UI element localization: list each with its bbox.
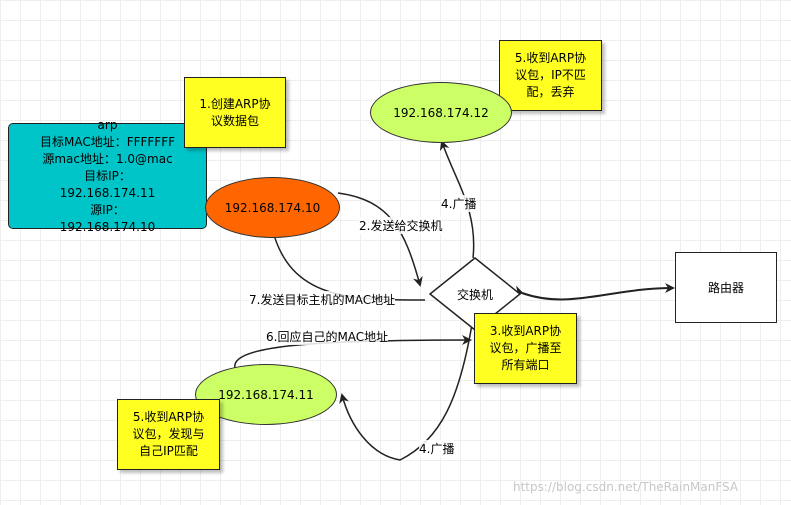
note-step5-mismatch-line3: 配，丢弃 bbox=[526, 85, 575, 99]
note-step5-match: 5.收到ARP协 议包，发现与 自己IP匹配 bbox=[117, 399, 220, 470]
arp-source-ip-value: 192.168.174.10 bbox=[59, 219, 156, 234]
note-step3-line3: 所有端口 bbox=[501, 358, 550, 372]
edge-label-step2: 2.发送给交换机 bbox=[359, 217, 443, 234]
host-node-10-label: 192.168.174.10 bbox=[224, 200, 321, 215]
host-node-12[interactable]: 192.168.174.12 bbox=[370, 82, 512, 143]
edge-label-step7: 7.发送目标主机的MAC地址 bbox=[249, 291, 396, 308]
note-step1-line1: 1.创建ARP协 bbox=[199, 96, 271, 111]
note-step5-mismatch-line2: 议包，IP不匹 bbox=[515, 68, 586, 82]
host-node-10[interactable]: 192.168.174.10 bbox=[205, 177, 340, 238]
note-step5-mismatch-line1: 5.收到ARP协 bbox=[514, 51, 587, 65]
note-step5-mismatch: 5.收到ARP协 议包，IP不匹 配，丢弃 bbox=[499, 40, 602, 111]
arp-packet-box: arp 目标MAC地址：FFFFFFF 源mac地址：1.0@mac 目标IP：… bbox=[8, 118, 207, 234]
note-step3-line2: 议包，广播至 bbox=[489, 341, 562, 355]
arp-packet-title: arp bbox=[97, 117, 118, 132]
note-step5-match-line2: 议包，发现与 bbox=[132, 427, 205, 441]
note-step1-line2: 议数据包 bbox=[210, 113, 259, 128]
watermark-text: https://blog.csdn.net/TheRainManFSA bbox=[513, 480, 739, 494]
edge-label-step4-top: 4.广播 bbox=[441, 195, 477, 212]
arp-source-mac: 源mac地址：1.0@mac bbox=[42, 151, 173, 166]
host-node-11-label: 192.168.174.11 bbox=[218, 387, 314, 402]
edge-label-step4-bottom: 4.广播 bbox=[419, 440, 455, 457]
note-step3-line1: 3.收到ARP协 bbox=[489, 324, 562, 338]
arp-target-mac: 目标MAC地址：FFFFFFF bbox=[39, 134, 176, 149]
arp-source-ip-label: 源IP： bbox=[90, 202, 125, 217]
edge-step6 bbox=[234, 335, 472, 369]
edge-switch-router bbox=[512, 283, 675, 301]
switch-label: 交换机 bbox=[456, 287, 493, 302]
edge-step2 bbox=[337, 192, 423, 287]
arp-target-ip-value: 192.168.174.11 bbox=[59, 185, 156, 200]
note-step5-match-line3: 自己IP匹配 bbox=[139, 444, 198, 458]
note-step3: 3.收到ARP协 议包，广播至 所有端口 bbox=[474, 313, 577, 384]
arp-target-ip-label: 目标IP： bbox=[84, 168, 131, 183]
host-node-12-label: 192.168.174.12 bbox=[393, 105, 489, 120]
edge-step4-bottom bbox=[339, 317, 474, 461]
router-node[interactable]: 路由器 bbox=[675, 252, 777, 323]
note-step1: 1.创建ARP协 议数据包 bbox=[184, 77, 286, 148]
edge-label-step6: 6.回应自己的MAC地址 bbox=[266, 328, 389, 345]
note-step5-match-line1: 5.收到ARP协 bbox=[132, 410, 205, 424]
router-label: 路由器 bbox=[707, 281, 744, 295]
edge-step7 bbox=[269, 226, 426, 301]
